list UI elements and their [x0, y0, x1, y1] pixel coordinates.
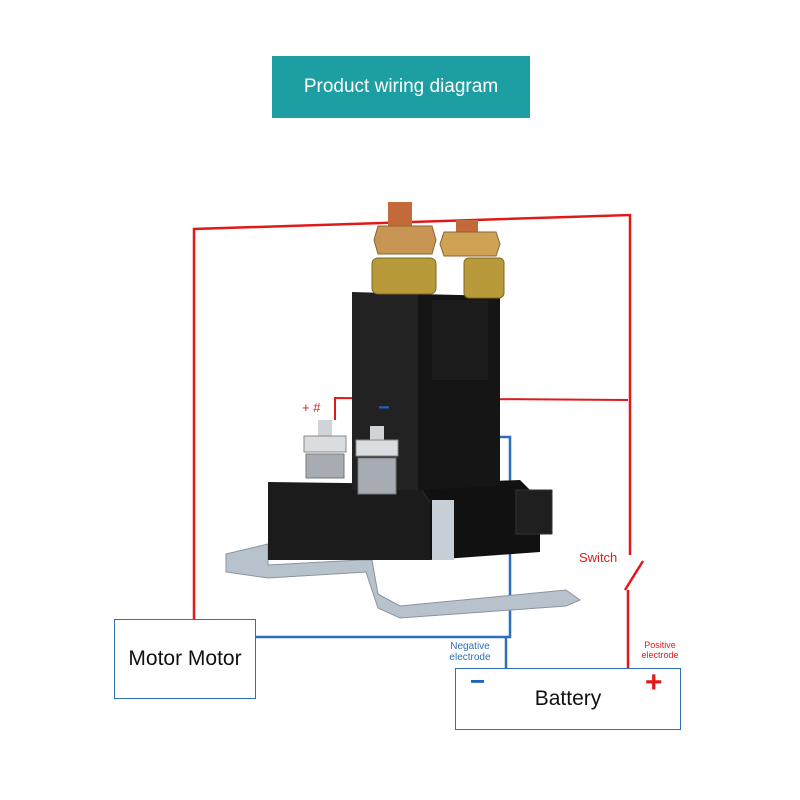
coil-positive-label: + #: [302, 400, 321, 415]
positive-electrode-label: Positive electrode: [632, 640, 688, 660]
coil-negative-label: −: [378, 397, 390, 419]
negative-label-line1: Negative: [450, 641, 490, 652]
battery-negative-sign: −: [470, 666, 486, 696]
positive-label-line1: Positive: [644, 640, 676, 650]
title-banner: Product wiring diagram: [272, 56, 530, 118]
solenoid-relay: [225, 202, 582, 619]
motor-box: Motor Motor: [114, 619, 256, 699]
switch-lever: [623, 560, 645, 591]
battery-box: Battery: [455, 668, 681, 730]
battery-positive-sign: +: [645, 666, 663, 699]
motor-label: Motor Motor: [128, 647, 242, 670]
negative-electrode-label: Negative electrode: [440, 641, 500, 663]
switch-label: Switch: [579, 550, 618, 565]
positive-label-line2: electrode: [641, 650, 679, 660]
coil-positive-wire: [334, 396, 629, 420]
battery-label: Battery: [534, 687, 602, 710]
negative-label-line2: electrode: [449, 652, 491, 663]
diagram-title: Product wiring diagram: [303, 76, 499, 97]
